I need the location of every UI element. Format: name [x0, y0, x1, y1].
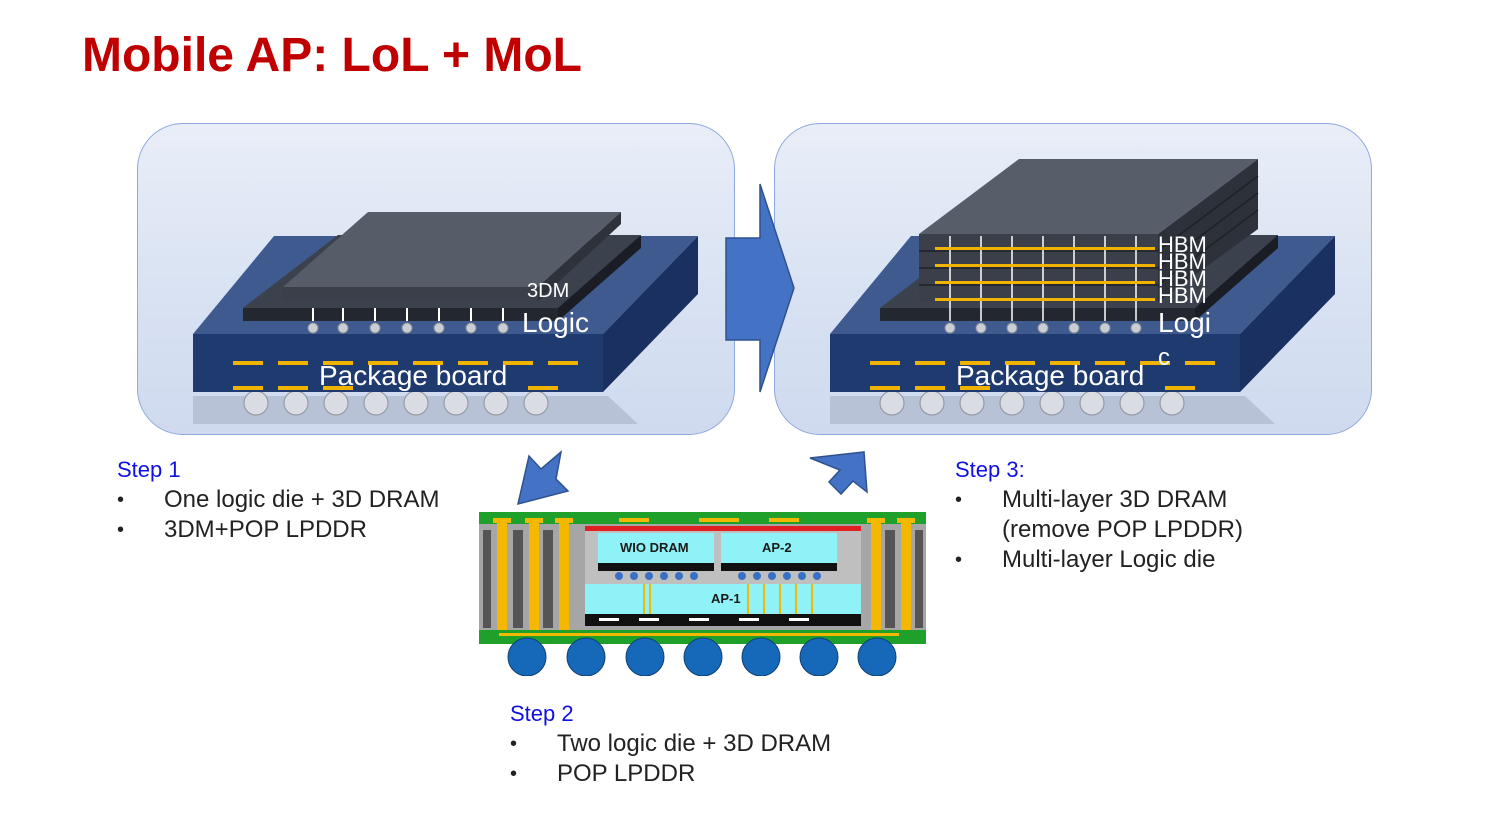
step3-list: Multi-layer 3D DRAM (remove POP LPDDR) M…: [955, 485, 1243, 575]
list-item: Two logic die + 3D DRAM: [510, 729, 831, 759]
step2-cross-section-illustration: [479, 512, 926, 677]
package-board-label: Package board: [956, 360, 1145, 391]
hbm-label: HBM: [1158, 249, 1207, 274]
hbm-label: HBM: [1158, 283, 1207, 308]
logic-label: Logic: [522, 307, 589, 338]
up-right-arrow-icon: [809, 451, 868, 496]
ap2-label: AP-2: [762, 540, 792, 555]
step2-list: Two logic die + 3D DRAM POP LPDDR: [510, 729, 831, 789]
solder-ball-row: [879, 390, 1185, 416]
ap1-label: AP-1: [711, 591, 741, 606]
list-item: One logic die + 3D DRAM: [117, 485, 439, 515]
step2-title: Step 2: [510, 701, 574, 726]
step1-package-panel: 3DM Logic Package board: [137, 123, 735, 435]
wio-dram-label: WIO DRAM: [620, 540, 689, 555]
step3-title: Step 3:: [955, 457, 1025, 482]
list-item: POP LPDDR: [510, 759, 831, 789]
logic-label-wrap: c: [1158, 344, 1170, 371]
hbm-labels: HBM HBM HBM HBM: [1158, 232, 1207, 308]
slide-title: Mobile AP: LoL + MoL: [82, 29, 582, 82]
list-item: Multi-layer Logic die: [955, 545, 1243, 575]
hbm-label: HBM: [1158, 232, 1207, 257]
package-board-label: Package board: [319, 360, 508, 391]
list-item: Multi-layer 3D DRAM: [955, 485, 1243, 515]
down-left-arrow-icon: [516, 450, 570, 506]
right-arrow-icon: [725, 183, 795, 393]
list-item-continuation: (remove POP LPDDR): [1002, 516, 1243, 543]
step1-title: Step 1: [117, 457, 181, 482]
logic-label: Logi: [1158, 307, 1211, 338]
step1-list: One logic die + 3D DRAM 3DM+POP LPDDR: [117, 485, 439, 545]
list-item: 3DM+POP LPDDR: [117, 515, 439, 545]
3dm-label: 3DM: [527, 280, 570, 302]
step3-package-panel: HBM HBM HBM HBM Logi c Package board: [774, 123, 1372, 435]
solder-ball-row: [243, 390, 549, 416]
hbm-label: HBM: [1158, 266, 1207, 291]
hbm-stack: [919, 159, 1259, 321]
step2-cross-section: WIO DRAM AP-2 AP-1: [479, 512, 927, 677]
3dm-die: [283, 212, 621, 301]
step3-package-illustration: [830, 159, 1335, 424]
step1-package-illustration: [193, 212, 698, 424]
